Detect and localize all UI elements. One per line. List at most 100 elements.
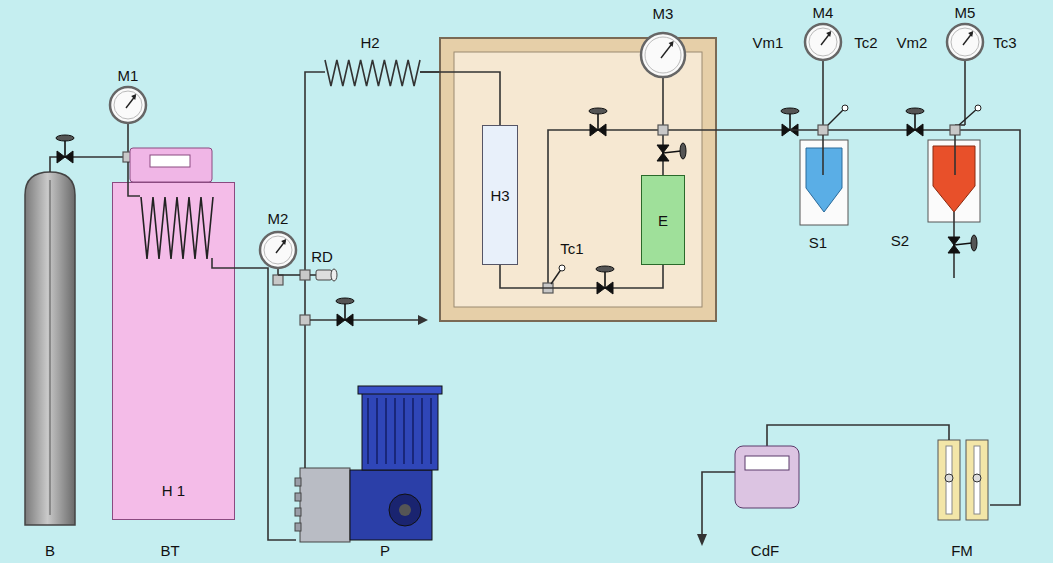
valve-stem	[597, 112, 599, 130]
pipe-fitting	[658, 125, 668, 135]
pressure-gauge	[110, 87, 146, 123]
valve-handwheel	[971, 235, 977, 251]
valve-body	[782, 124, 790, 136]
pipe	[212, 258, 235, 268]
part-label: M1	[118, 67, 139, 84]
valve-handwheel	[589, 108, 607, 114]
pipe	[548, 130, 790, 288]
pipe	[128, 162, 140, 196]
rupture-disc-cap	[331, 269, 337, 281]
motor-fin	[421, 398, 422, 464]
coil-winding	[141, 197, 213, 259]
separator-vessel	[933, 146, 975, 212]
thermocouple-probe	[828, 108, 845, 125]
flowmeter-scale	[946, 446, 952, 514]
valve-body	[345, 314, 353, 326]
part-label: Vm1	[753, 34, 784, 51]
gauge-needle-head	[131, 94, 136, 100]
pipe-fitting	[300, 315, 310, 325]
part-label: BT	[160, 542, 179, 559]
valve-stem	[604, 270, 606, 288]
motor-cap	[358, 386, 442, 394]
dip-tube	[50, 180, 51, 515]
valve-stem	[954, 243, 972, 245]
pump-port	[295, 493, 301, 501]
part-label: M5	[955, 4, 976, 21]
part-label: Tc2	[854, 34, 877, 51]
thermocouple-probe	[959, 108, 978, 125]
valve-handwheel	[781, 108, 799, 114]
part-label: Vm2	[897, 34, 928, 51]
pipe	[822, 135, 824, 175]
pipe	[954, 135, 956, 175]
gauge-stem	[127, 123, 129, 152]
part-label: M2	[268, 210, 289, 227]
pump-head	[300, 468, 350, 542]
gauge-needle-head	[968, 31, 973, 37]
pipe	[767, 425, 949, 446]
flowmeter-float	[945, 474, 953, 482]
motor-fin	[385, 398, 386, 464]
pressure-gauge	[805, 24, 841, 60]
valve-body	[337, 314, 345, 326]
vent-line	[310, 319, 420, 321]
flowmeter-tube	[938, 440, 960, 520]
valve-body	[590, 124, 598, 136]
exhaust-arrow	[697, 534, 707, 546]
gauge-stem	[822, 60, 824, 125]
pump-motor	[350, 470, 432, 540]
thermocouple-tip	[842, 105, 848, 111]
motor-fin	[367, 398, 368, 464]
gauge-dial	[951, 28, 979, 56]
bath-display	[150, 155, 190, 167]
gas-cylinder	[25, 172, 75, 525]
thermocouple-tip	[559, 265, 565, 271]
valve-body	[597, 282, 605, 294]
pipe-fitting	[818, 125, 828, 135]
valve-stem	[789, 112, 791, 130]
part-label: M3	[653, 5, 674, 22]
part-label: B	[45, 542, 55, 559]
part-label: H2	[360, 34, 379, 51]
valve-stem	[663, 151, 681, 153]
heater-bath: H 1	[112, 182, 235, 520]
pipe	[235, 268, 296, 540]
valve-body	[948, 245, 960, 253]
pump-port	[295, 523, 301, 531]
gauge-needle-head	[826, 31, 831, 37]
part-label: CdF	[751, 542, 779, 559]
valve-handwheel	[906, 108, 924, 114]
flowmeter-scale	[974, 446, 980, 514]
motor-fan-housing	[362, 392, 438, 470]
pressure-gauge	[641, 33, 685, 77]
gauge-stem	[662, 77, 664, 125]
part-label: H3	[490, 187, 509, 204]
separator-bath	[928, 140, 980, 222]
valve-body	[915, 124, 923, 136]
gas-meter-display	[745, 456, 789, 470]
part-label: RD	[311, 248, 333, 265]
pressure-gauge	[260, 232, 296, 268]
part-label: E	[658, 212, 668, 229]
gauge-stem	[964, 60, 966, 125]
gauge-dial	[645, 37, 681, 73]
pipe-fitting	[950, 125, 960, 135]
pump-port	[295, 478, 301, 486]
bath-head	[130, 148, 212, 182]
heating-coil	[325, 60, 420, 86]
flowmeter-float	[973, 474, 981, 482]
part-label: S1	[809, 234, 827, 251]
part-label: M4	[813, 4, 834, 21]
gauge-dial	[809, 28, 837, 56]
motor-fin	[412, 398, 413, 464]
valve-handwheel	[596, 266, 614, 272]
preheater-column: H3	[482, 125, 518, 265]
pipe-fitting	[273, 275, 283, 285]
motor-fin	[430, 398, 431, 464]
valve-handwheel	[336, 298, 354, 304]
valve-body	[57, 151, 65, 163]
part-label: Tc3	[993, 34, 1016, 51]
thermocouple-tip	[975, 105, 981, 111]
valve-stem	[344, 302, 346, 320]
gauge-needle-head	[281, 239, 286, 245]
